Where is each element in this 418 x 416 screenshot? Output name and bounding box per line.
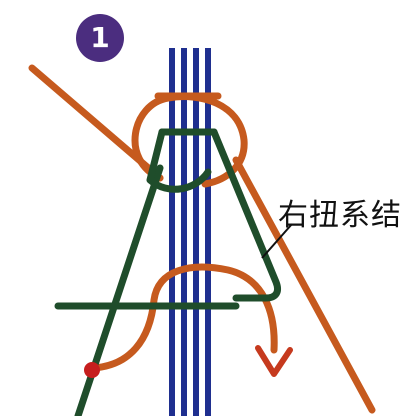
working-cord-tail bbox=[232, 156, 376, 414]
callout-label: 右扭系结 bbox=[278, 198, 402, 233]
start-dot bbox=[84, 362, 100, 378]
knot-cord-left-top bbox=[146, 128, 212, 193]
core-cords bbox=[169, 48, 211, 416]
step-number-badge: 1 bbox=[76, 14, 124, 62]
working-cord bbox=[28, 64, 376, 414]
down-arrow-head bbox=[255, 345, 293, 377]
down-arrow bbox=[255, 345, 293, 377]
callout-leader-line bbox=[261, 223, 293, 259]
step-number: 1 bbox=[90, 21, 110, 54]
knot-cord-right-side bbox=[210, 128, 282, 302]
knot-cord-left-leg bbox=[74, 164, 164, 416]
